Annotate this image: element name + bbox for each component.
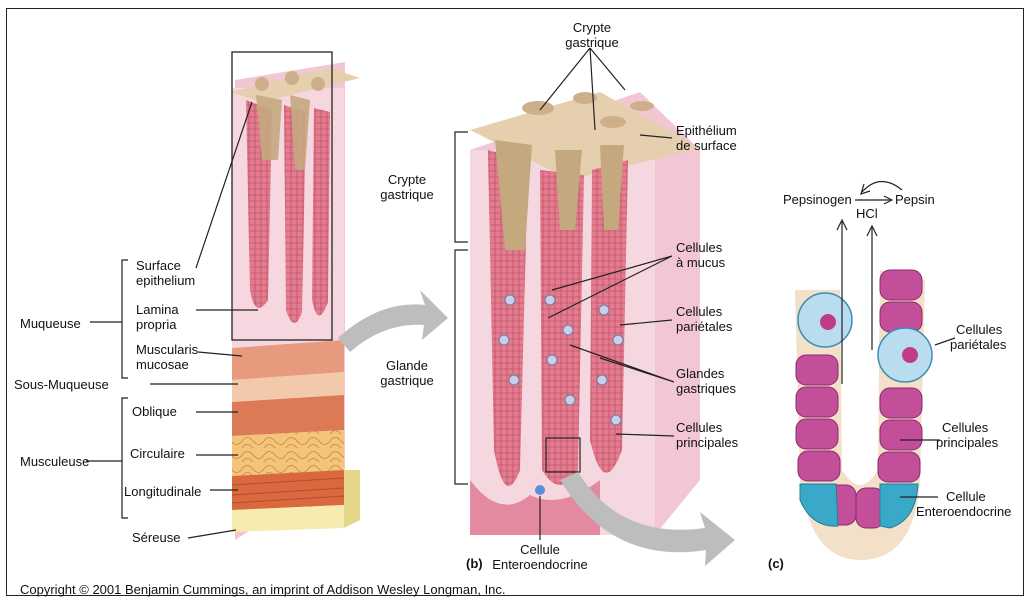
label-lamina-propria-line2: propria [136,317,176,332]
arrow-a-to-b [338,290,448,352]
label-cellules-mucus-line2: à mucus [676,255,725,270]
label-cellule-entero-c-line1: Cellule [946,489,986,504]
label-epithelium-surface-line1: Epithélium [676,123,737,138]
label-cellules-mucus-line1: Cellules [676,240,722,255]
label-cellules-parietales-c-line1: Cellules [956,322,1002,337]
label-musculeuse: Musculeuse [20,454,89,469]
panel-b-tissue-block [470,92,700,535]
panel-a-tissue-block [230,52,360,540]
label-sous-muqueuse: Sous-Muqueuse [14,377,109,392]
label-pepsinogen: Pepsinogen [783,192,852,207]
copyright-notice: Copyright © 2001 Benjamin Cummings, an i… [20,582,506,597]
label-longitudinale: Longitudinale [124,484,201,499]
label-cellules-principales-c-line1: Cellules [942,420,988,435]
label-surface-epithelium-line1: Surface [136,258,181,273]
label-glande-line2: gastrique [372,373,442,388]
label-cellules-principales-c-line2: principales [936,435,998,450]
label-glandes-gastriques-line2: gastriques [676,381,736,396]
label-cellules-principales-b-line1: Cellules [676,420,722,435]
label-lamina-propria-line1: Lamina [136,302,179,317]
label-crypte-left-line2: gastrique [372,187,442,202]
label-sereuse: Séreuse [132,530,180,545]
caption-c: (c) [768,556,784,571]
label-muscularis-mucosae-line1: Muscularis [136,342,198,357]
label-pepsin: Pepsin [895,192,935,207]
label-surface-epithelium-line2: epithelium [136,273,195,288]
label-cellules-principales-b-line2: principales [676,435,738,450]
label-cellule-entero-b-line2: Enteroendocrine [480,557,600,572]
label-circulaire: Circulaire [130,446,185,461]
caption-b: (b) [466,556,483,571]
label-glande-line1: Glande [372,358,442,373]
label-epithelium-surface-line2: de surface [676,138,737,153]
label-glandes-gastriques-line1: Glandes [676,366,724,381]
label-cellules-parietales-b-line2: pariétales [676,319,732,334]
label-cellule-entero-b-line1: Cellule [490,542,590,557]
label-oblique: Oblique [132,404,177,419]
label-cellules-parietales-b-line1: Cellules [676,304,722,319]
label-hcl: HCl [856,206,878,221]
label-crypte-left-line1: Crypte [372,172,442,187]
label-muscularis-mucosae-line2: mucosae [136,357,189,372]
label-cellules-parietales-c-line2: pariétales [950,337,1006,352]
label-crypte-top-line2: gastrique [557,35,627,50]
label-muqueuse: Muqueuse [20,316,81,331]
label-crypte-top-line1: Crypte [562,20,622,35]
label-cellule-entero-c-line2: Enteroendocrine [916,504,1011,519]
